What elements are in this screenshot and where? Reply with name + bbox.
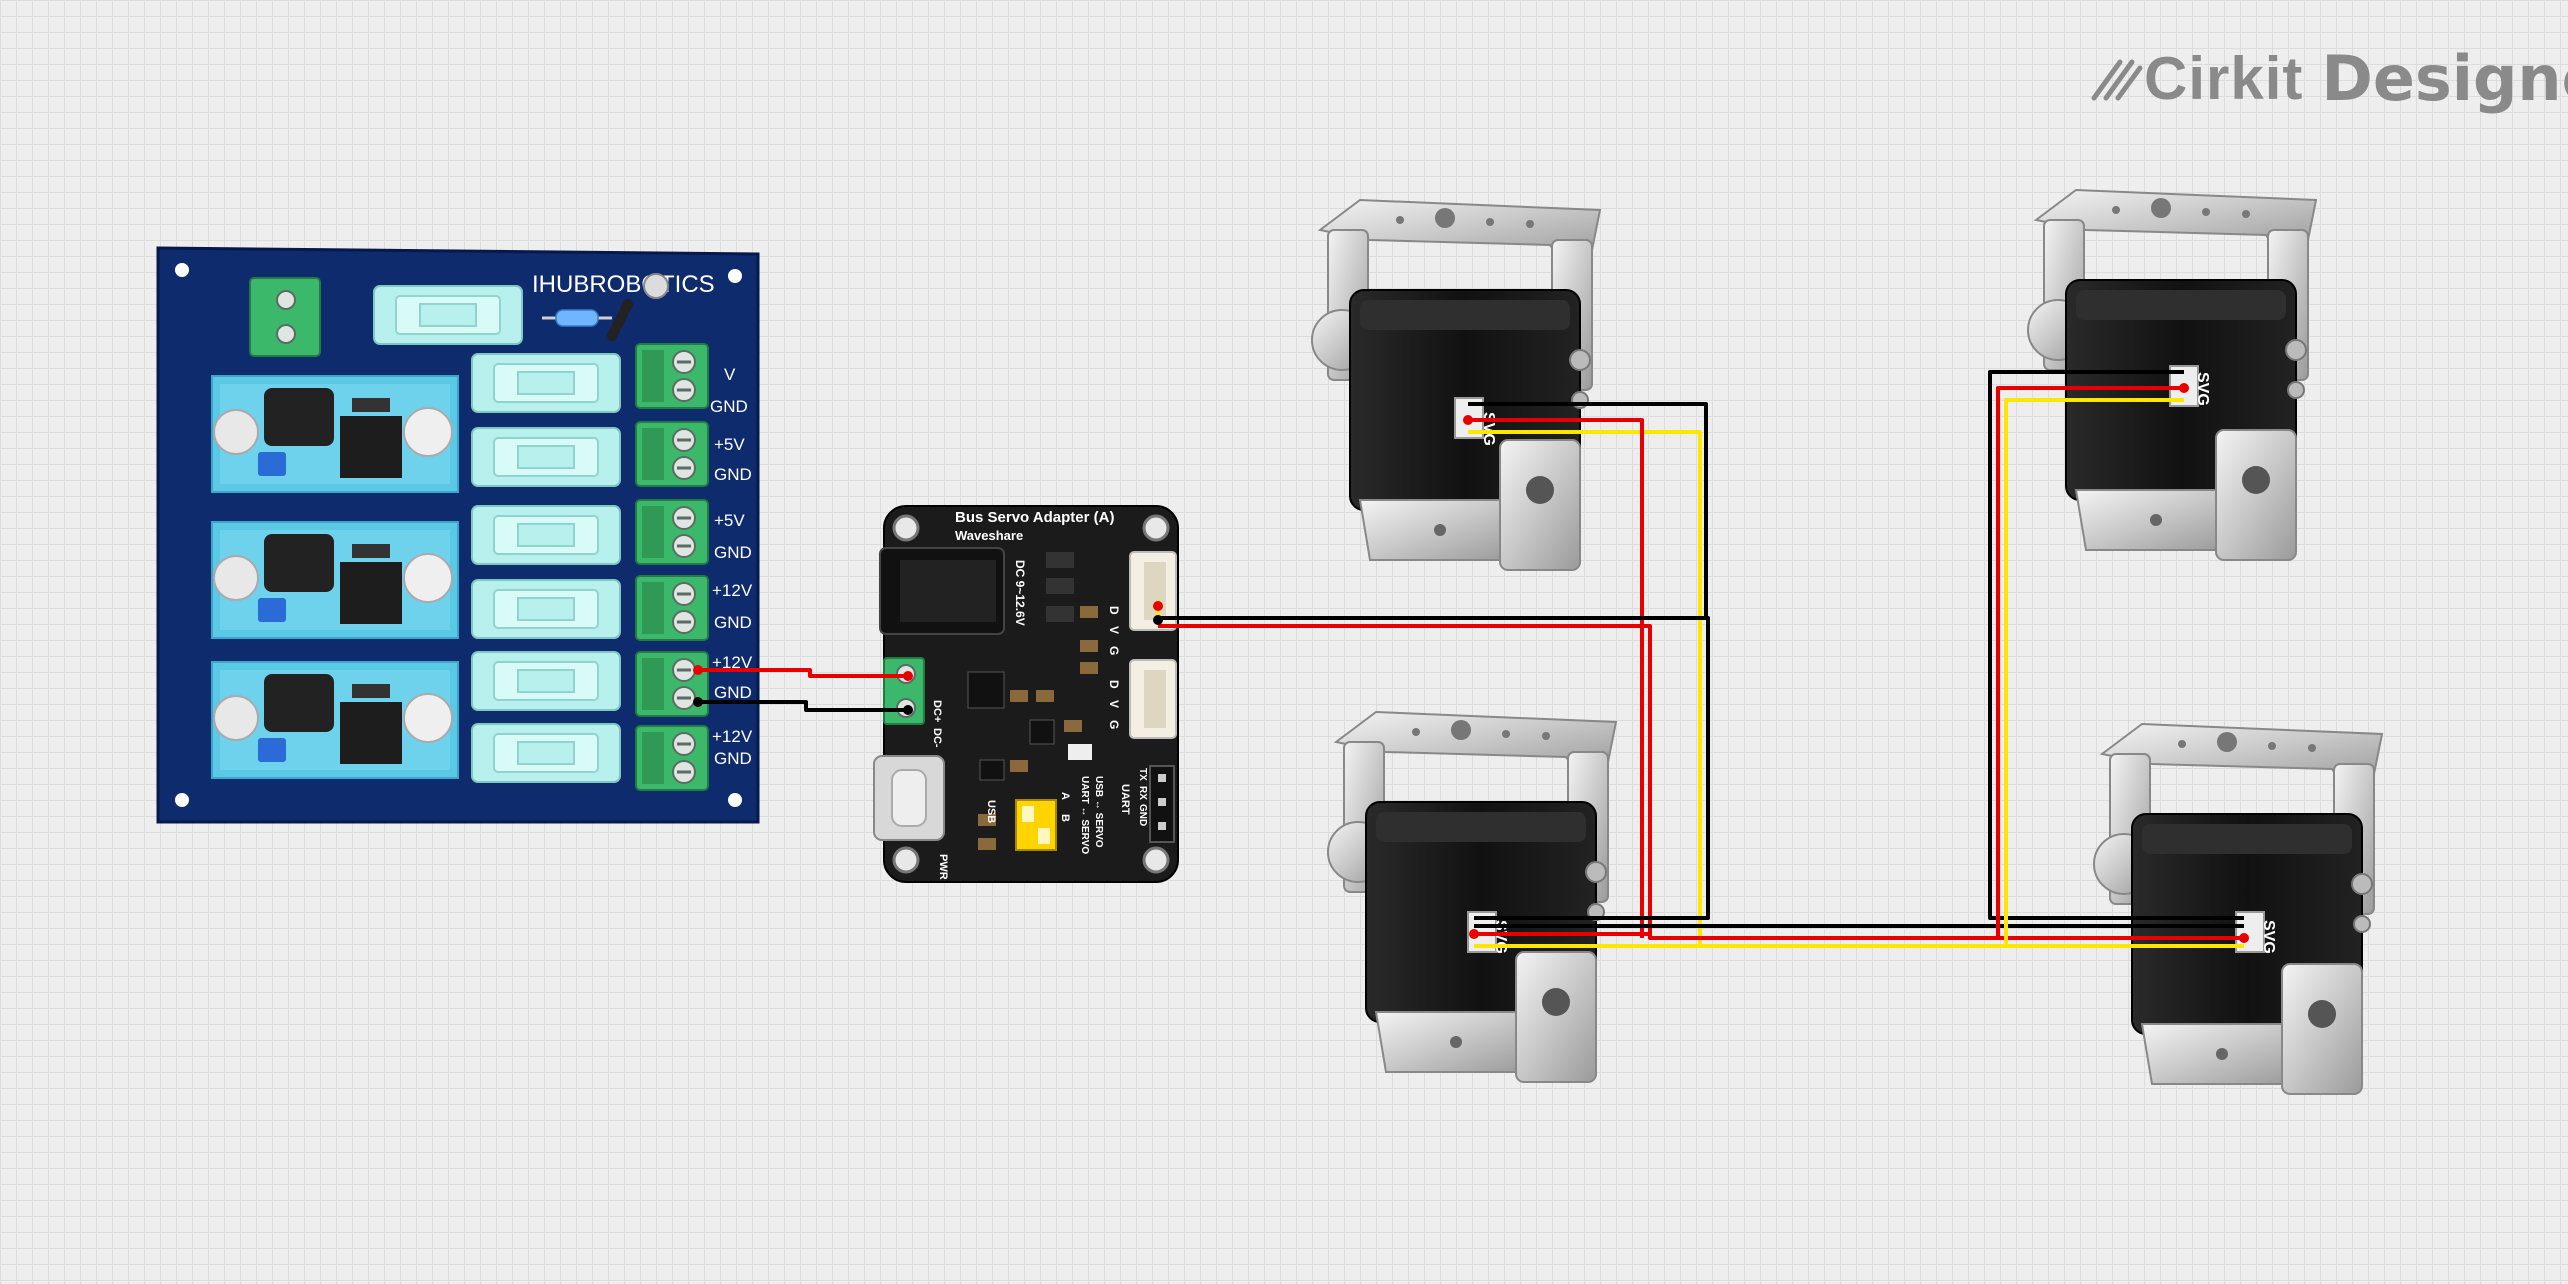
terminal-label: GND xyxy=(714,543,752,562)
mode-a-label: UART ↔ SERVO xyxy=(1079,776,1090,854)
mount-hole xyxy=(892,514,920,542)
servo-label: SVG xyxy=(1480,412,1497,446)
port-pin-label: G xyxy=(1107,720,1121,729)
wires xyxy=(698,370,2244,948)
dc-screw-terminal[interactable] xyxy=(883,657,925,725)
power-distribution-board[interactable]: IHUBROBOTICS xyxy=(156,246,760,824)
terminal-label: +12V xyxy=(712,581,753,600)
fuse-1 xyxy=(471,353,621,413)
brand-name: Cirkit xyxy=(2144,45,2304,112)
output-terminal-3[interactable] xyxy=(634,498,710,566)
cirkit-logo-icon xyxy=(2091,59,2143,100)
switch-label-b: B xyxy=(1059,814,1071,822)
mode-switch[interactable] xyxy=(1015,799,1057,851)
servo-motor-1[interactable]: SVG xyxy=(1311,199,1601,571)
fuse-4 xyxy=(471,579,621,639)
dc-plus-label: DC+ xyxy=(931,700,943,722)
terminal-label: +5V xyxy=(714,511,745,530)
terminal-label: GND xyxy=(714,613,752,632)
usb-c-port[interactable] xyxy=(873,755,945,841)
wire-power-supply[interactable] xyxy=(698,668,908,678)
mount-hole xyxy=(892,846,920,874)
servo-motor-2[interactable]: SVG xyxy=(2027,189,2317,561)
dc-voltage-label: DC 9~12.6V xyxy=(1013,560,1027,626)
cirkit-designer-logo: Cirkit Designer xyxy=(2088,42,2568,115)
switch-label-a: A xyxy=(1059,792,1071,800)
fuse-3 xyxy=(471,505,621,565)
fuse-2 xyxy=(471,427,621,487)
mount-hole xyxy=(175,793,189,807)
terminal-label: GND xyxy=(714,683,752,702)
fuse-5 xyxy=(471,651,621,711)
adapter-subtitle: Waveshare xyxy=(955,528,1023,543)
buck-converter-1 xyxy=(211,375,459,493)
wire-power-bus[interactable] xyxy=(1158,624,2244,940)
wire-power-servo2[interactable] xyxy=(1996,386,2184,938)
terminal-label: GND xyxy=(710,397,748,416)
mode-b-label: USB ↔ SERVO xyxy=(1093,776,1104,848)
port-pin-label: V xyxy=(1107,700,1121,708)
port-pin-label: D xyxy=(1107,606,1121,615)
servo-motor-4[interactable]: SVG xyxy=(2093,723,2383,1095)
port-pin-label: V xyxy=(1107,626,1121,634)
terminal-label: +5V xyxy=(714,435,745,454)
wire-ground-supply[interactable] xyxy=(698,700,908,712)
main-fuse xyxy=(373,285,523,345)
wire-ground-servo2[interactable] xyxy=(1988,370,2244,920)
dc-minus-label: DC- xyxy=(931,728,943,748)
uart-pin-label: TX xyxy=(1137,768,1148,781)
product-name: Designer xyxy=(2321,42,2568,115)
buck-converter-2 xyxy=(211,521,459,639)
terminal-label: GND xyxy=(714,465,752,484)
output-terminal-4[interactable] xyxy=(634,574,710,642)
input-terminal[interactable] xyxy=(249,277,321,357)
port-pin-label: G xyxy=(1107,646,1121,655)
mount-hole xyxy=(728,793,742,807)
wire-signal-servo2[interactable] xyxy=(2004,398,2184,946)
output-terminal-1[interactable] xyxy=(634,342,710,410)
usb-label: USB xyxy=(985,800,997,823)
mount-hole xyxy=(175,263,189,277)
terminal-label: V xyxy=(724,365,736,384)
mount-hole xyxy=(1142,846,1170,874)
pwr-label: PWR xyxy=(937,854,949,880)
servo-label: SVG xyxy=(2260,920,2277,954)
wire-ground-bus[interactable] xyxy=(1158,616,1710,920)
terminal-label: +12V xyxy=(712,727,753,746)
uart-pin-label: GND xyxy=(1137,804,1148,826)
wire-signal-bus[interactable] xyxy=(1468,430,2244,948)
mount-hole xyxy=(728,269,742,283)
output-terminal-6[interactable] xyxy=(634,724,710,792)
mount-hole xyxy=(1142,514,1170,542)
resistor xyxy=(542,309,612,327)
fuse-6 xyxy=(471,723,621,783)
wire-power-servo1[interactable] xyxy=(1468,418,1644,938)
indicator-led xyxy=(607,273,669,341)
output-terminal-2[interactable] xyxy=(634,420,710,488)
smd-components xyxy=(967,552,1098,850)
board-title: IHUBROBOTICS xyxy=(532,271,715,298)
servo-motor-3[interactable]: SVG xyxy=(1327,711,1617,1083)
terminal-label: GND xyxy=(714,749,752,768)
dc-barrel-jack[interactable] xyxy=(879,547,1005,635)
uart-header[interactable] xyxy=(1149,765,1175,843)
wire-endpoints xyxy=(693,383,2249,943)
port-pin-label: D xyxy=(1107,680,1121,689)
uart-label: UART xyxy=(1119,784,1131,815)
adapter-title: Bus Servo Adapter (A) xyxy=(955,509,1114,526)
wire-ground-servo1[interactable] xyxy=(1468,402,1708,618)
uart-pin-label: RX xyxy=(1137,786,1148,800)
buck-converter-3 xyxy=(211,661,459,779)
bus-servo-adapter[interactable]: Bus Servo Adapter (A) Waveshare DC 9~12.… xyxy=(873,505,1179,883)
servo-port-2[interactable] xyxy=(1129,659,1177,739)
servo-label: SVG xyxy=(2194,372,2211,406)
terminal-label: +12V xyxy=(712,653,753,672)
